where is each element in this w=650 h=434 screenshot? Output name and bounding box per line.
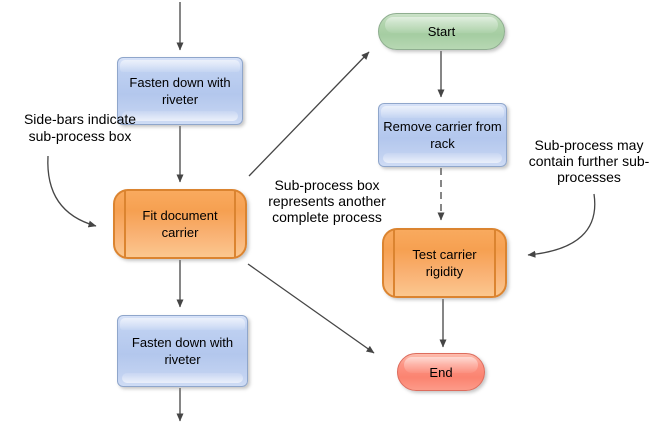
annotation-line: processes <box>557 169 621 185</box>
edge-sidebars-note-to-fit-carrier <box>47 155 97 228</box>
annotation-line: complete process <box>272 209 382 225</box>
annotation-line: contain further sub- <box>528 153 650 169</box>
node-end: End <box>397 353 485 391</box>
node-label: End <box>429 364 453 380</box>
edge-fit-carrier-to-end <box>247 263 375 354</box>
edge-contains-note-to-test-rigidity <box>527 193 596 258</box>
node-label: Fasten down with riveter <box>131 335 234 367</box>
annotation-side-bars: Side-bars indicate sub-process box <box>5 111 155 145</box>
node-fasten-down-bottom: Fasten down with riveter <box>117 315 248 387</box>
annotation-line: sub-process box <box>28 128 132 144</box>
node-fit-document-carrier: Fit document carrier <box>113 189 247 259</box>
node-label: Fit document carrier <box>142 208 218 240</box>
node-label: Start <box>427 24 456 39</box>
annotation-line: Sub-process box <box>274 177 380 193</box>
node-label: Remove carrier from rack <box>383 119 502 151</box>
node-start: Start <box>378 13 505 50</box>
edge-fit-carrier-to-start <box>248 51 370 177</box>
annotation-line: Side-bars indicate <box>23 111 137 127</box>
annotation-subprocess-represents: Sub-process box represents another compl… <box>252 177 402 225</box>
node-label: Test carrier rigidity <box>412 247 477 279</box>
node-test-carrier-rigidity: Test carrier rigidity <box>382 228 507 298</box>
node-label: Fasten down with riveter <box>129 75 231 107</box>
node-remove-carrier-from-rack: Remove carrier from rack <box>378 103 507 167</box>
node-fasten-down-top: Fasten down with riveter <box>117 57 243 125</box>
annotation-subprocess-contains: Sub-process may contain further sub- pro… <box>514 137 650 185</box>
annotation-line: Sub-process may <box>534 137 644 153</box>
annotation-line: represents another <box>268 193 386 209</box>
